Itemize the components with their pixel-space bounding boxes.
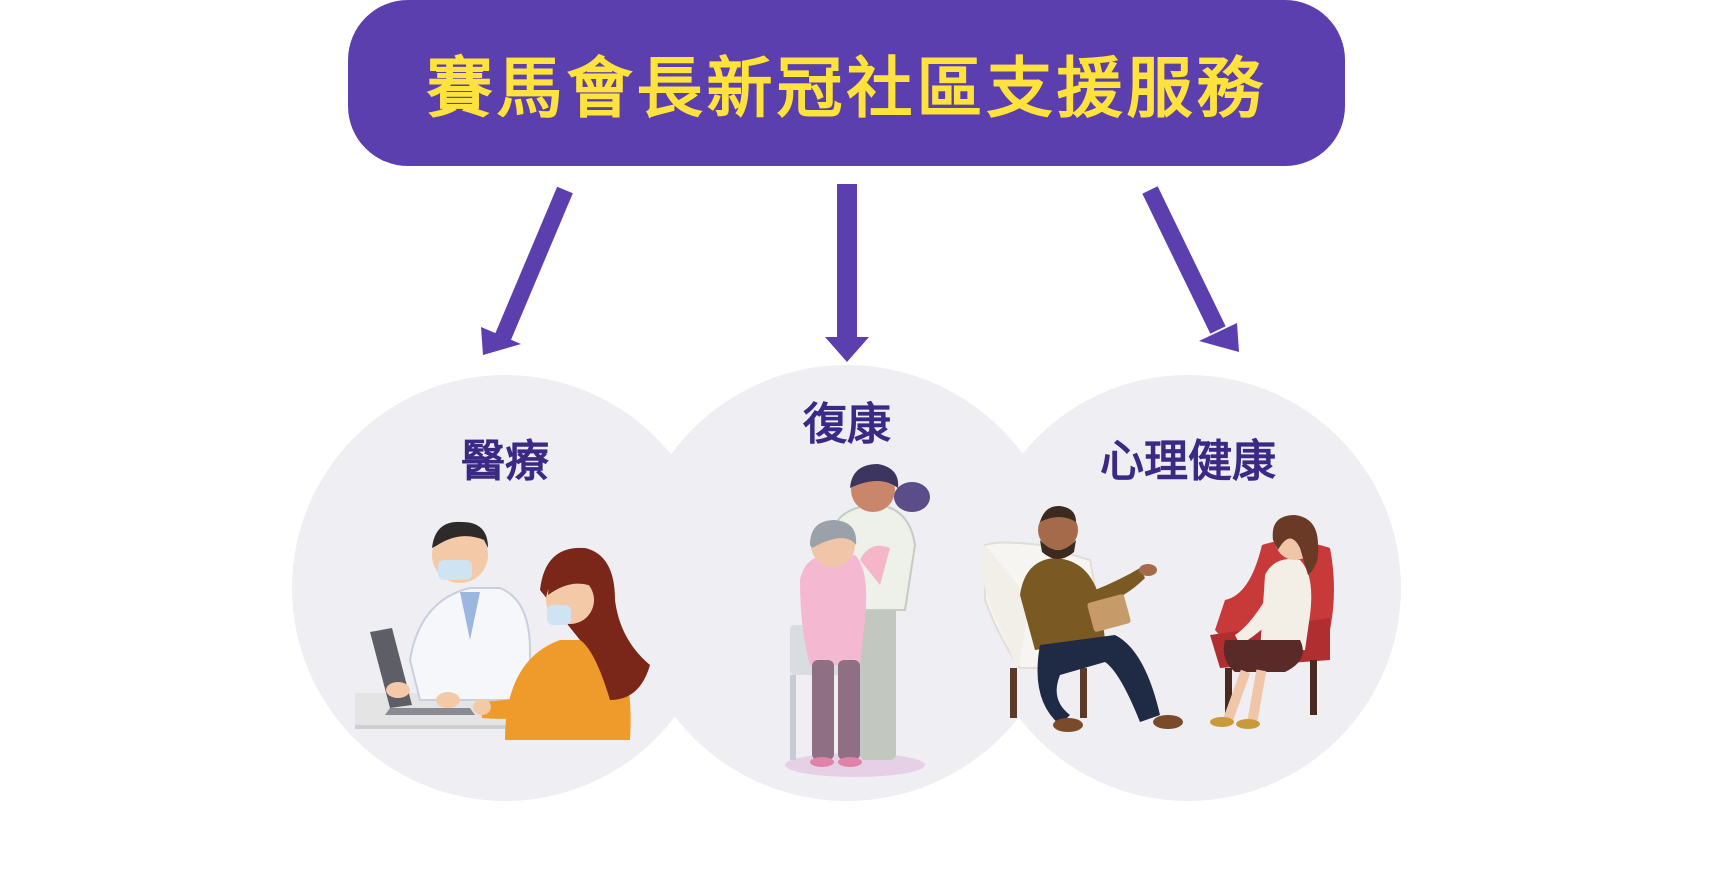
label-rehab: 復康	[803, 399, 891, 450]
arrows	[481, 184, 1239, 362]
counselling-session-illustration	[981, 505, 1334, 732]
arrow-to-mental-health	[1142, 186, 1239, 352]
title-text: 賽馬會長新冠社區支援服務	[426, 50, 1267, 127]
arrow-to-medical	[481, 186, 573, 355]
label-medical: 醫療	[461, 436, 549, 487]
arrow-to-rehab	[825, 184, 869, 362]
label-mental-health: 心理健康	[1100, 436, 1276, 487]
title-banner: 賽馬會長新冠社區支援服務	[348, 0, 1345, 166]
doctor-patient-consultation-illustration	[355, 521, 650, 740]
rehabilitation-exercise-illustration	[785, 464, 930, 777]
